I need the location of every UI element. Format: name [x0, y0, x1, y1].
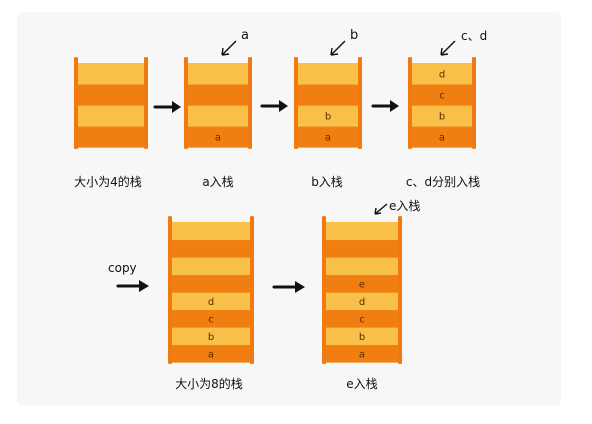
stack-caption: 大小为4的栈: [74, 174, 142, 189]
tag-s2: a: [241, 28, 249, 43]
cell-label: a: [439, 133, 445, 144]
stack-cell: [172, 309, 250, 328]
stack-s2: a a入栈: [184, 57, 252, 189]
stack-cell: [326, 309, 398, 328]
stack-cell: [172, 344, 250, 363]
stack-caption: b入栈: [311, 174, 343, 189]
stacks: 大小为4的栈aa入栈abb入栈abcdc、d分别入栈abcd大小为8的栈abcd…: [74, 57, 480, 391]
stack-cell: [298, 126, 358, 148]
stack-cell: [188, 84, 248, 106]
stack-cell: [188, 126, 248, 148]
arrow-3: [371, 100, 399, 112]
stack-cell: [188, 63, 248, 85]
stack-caption: a入栈: [202, 174, 233, 189]
copy-label: copy: [108, 261, 137, 275]
stack-cell: [172, 327, 250, 346]
cell-label: b: [208, 332, 214, 343]
stack-cell: [172, 222, 250, 241]
cell-label: b: [439, 112, 445, 123]
stack-cell: [326, 222, 398, 241]
stack-wall-left: [184, 57, 188, 149]
cell-label: b: [325, 112, 331, 123]
stack-wall-right: [398, 216, 402, 364]
tag-pointer-s3: [330, 40, 346, 56]
stack-cell: [326, 292, 398, 311]
arrow-2: [260, 100, 288, 112]
stack-wall-right: [250, 216, 254, 364]
stack-cell: [326, 344, 398, 363]
stack-s1: 大小为4的栈: [74, 57, 148, 189]
stack-cell: [188, 105, 248, 127]
stack-wall-right: [248, 57, 252, 149]
stack-cell: [298, 63, 358, 85]
stack-cell: [326, 257, 398, 276]
stack-cell: [172, 274, 250, 293]
cell-label: a: [208, 349, 214, 360]
stack-cell: [326, 274, 398, 293]
stack-cell: [412, 84, 472, 106]
stack-cell: [78, 105, 144, 127]
tag-s3: b: [350, 28, 358, 43]
stack-cell: [78, 84, 144, 106]
stack-cell: [172, 292, 250, 311]
stack-wall-left: [168, 216, 172, 364]
stack-cell: [78, 126, 144, 148]
cell-label: b: [359, 332, 365, 343]
stack-cell: [298, 105, 358, 127]
stack-caption: 大小为8的栈: [175, 376, 243, 391]
copy-arrow: [116, 280, 149, 292]
stack-wall-left: [294, 57, 298, 149]
tag-pointer-s6: [374, 203, 388, 215]
cell-label: a: [359, 349, 365, 360]
arrow-1: [153, 101, 181, 113]
stack-cell: [172, 257, 250, 276]
tag-s6: e入栈: [389, 198, 420, 213]
cell-label: d: [359, 297, 365, 308]
stack-wall-left: [408, 57, 412, 149]
stack-wall-left: [322, 216, 326, 364]
stack-cell: [78, 63, 144, 85]
stack-wall-right: [358, 57, 362, 149]
stack-caption: c、d分别入栈: [406, 174, 480, 189]
cell-label: c: [208, 314, 214, 325]
cell-label: c: [359, 314, 365, 325]
stack-cell: [172, 239, 250, 258]
cell-label: d: [208, 297, 214, 308]
arrow-4: [272, 281, 305, 293]
tag-pointer-s2: [221, 40, 237, 56]
stack-cell: [326, 239, 398, 258]
tag-pointer-s4: [440, 40, 456, 56]
stack-cell: [412, 105, 472, 127]
stack-wall-right: [472, 57, 476, 149]
stack-cell: [412, 126, 472, 148]
stack-cell: [326, 327, 398, 346]
stack-caption: e入栈: [346, 376, 377, 391]
tag-s4: c、d: [461, 29, 487, 43]
stack-cell: [298, 84, 358, 106]
cell-label: a: [215, 133, 221, 144]
cell-label: a: [325, 133, 331, 144]
cell-label: d: [439, 70, 445, 81]
stack-cell: [412, 63, 472, 85]
stack-s3: ab b入栈: [294, 57, 362, 189]
stack-wall-right: [144, 57, 148, 149]
stack-wall-left: [74, 57, 78, 149]
cell-label: e: [359, 279, 365, 290]
cell-label: c: [439, 91, 445, 102]
